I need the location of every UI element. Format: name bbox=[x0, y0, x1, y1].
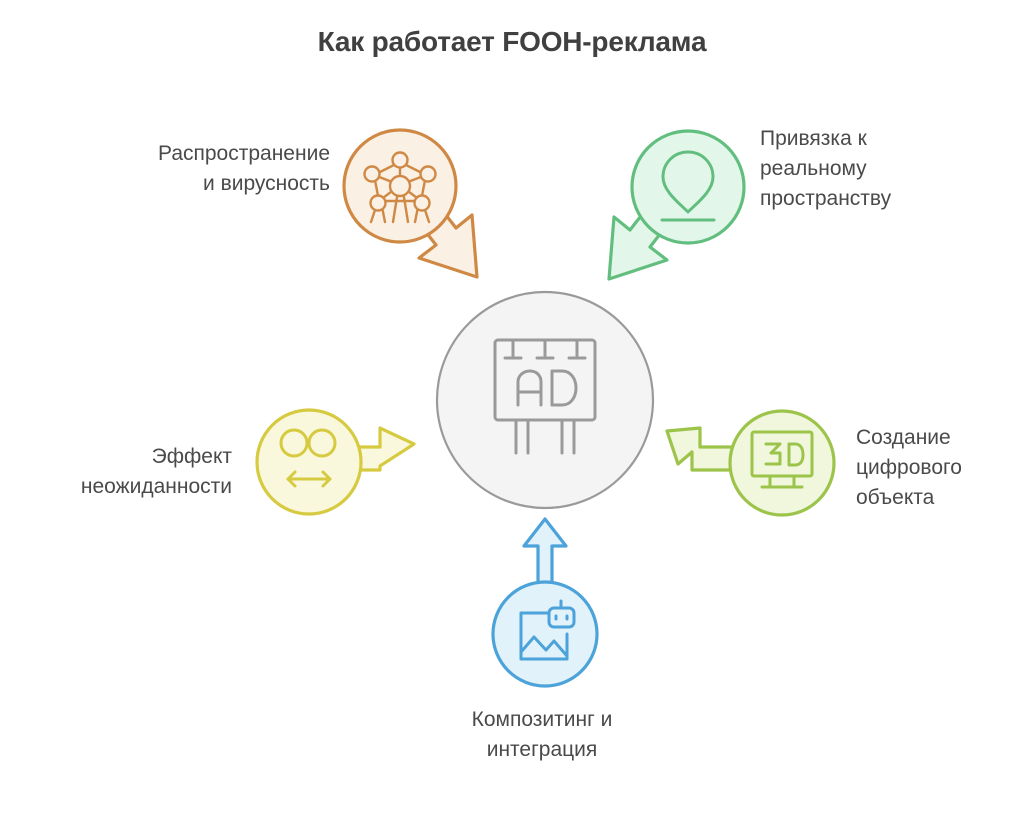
center-node[interactable] bbox=[435, 290, 655, 510]
circle-realspace bbox=[630, 129, 746, 245]
node-digital[interactable] bbox=[665, 409, 836, 517]
network-molecule-icon bbox=[363, 151, 437, 224]
node-compositing[interactable] bbox=[491, 517, 599, 688]
circle-surprise bbox=[255, 408, 363, 516]
node-label-compositing: Композитинг и интеграция bbox=[471, 708, 613, 761]
billboard-ad-icon bbox=[493, 338, 597, 455]
node-realspace[interactable] bbox=[607, 129, 746, 281]
node-label-surprise: Эффект неожиданности bbox=[80, 445, 232, 498]
circle-compositing bbox=[491, 580, 599, 688]
circle-digital bbox=[728, 409, 836, 517]
circle-center bbox=[435, 290, 655, 510]
surprised-face-icon bbox=[279, 428, 337, 488]
node-label-digital: Создание цифрового объекта bbox=[856, 426, 962, 509]
node-label-spread: Распространение и вирусность bbox=[158, 142, 330, 195]
node-surprise[interactable] bbox=[255, 408, 416, 516]
node-spread[interactable] bbox=[342, 128, 479, 279]
monitor-3d-icon bbox=[750, 430, 814, 489]
image-robot-compositing-icon bbox=[519, 599, 576, 661]
page-title: Как работает FOOH-реклама bbox=[317, 26, 707, 57]
arrow-digital bbox=[665, 426, 740, 472]
location-pin-icon bbox=[660, 150, 716, 222]
node-label-realspace: Привязка к реальному пространству bbox=[760, 127, 892, 210]
